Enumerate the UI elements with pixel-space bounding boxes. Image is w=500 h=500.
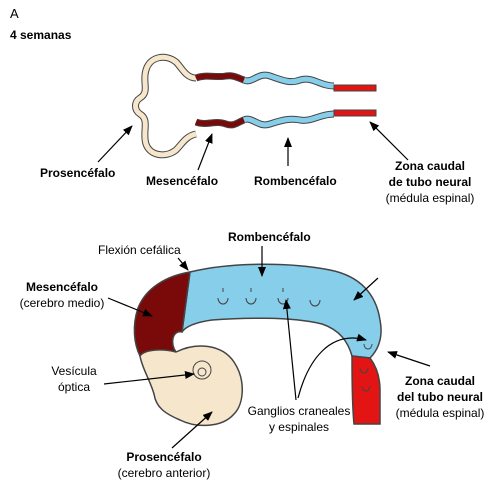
bottom-prosencephalon-label: Prosencéfalo bbox=[126, 450, 202, 464]
zone-arrow-upper bbox=[353, 277, 379, 301]
top-prosencephalon-label: Prosencéfalo bbox=[40, 166, 116, 180]
optic-vesicle-arrow bbox=[103, 371, 195, 385]
ganglion-2 bbox=[245, 288, 257, 305]
spinal-ganglion-2 bbox=[359, 367, 369, 374]
bottom-mesencephalon-sublabel: (cerebro medio) bbox=[19, 296, 105, 310]
optic-vesicle-outer bbox=[192, 360, 212, 380]
top-caudal-lower bbox=[333, 109, 377, 117]
bottom-caudal-sublabel: (médula espinal) bbox=[395, 406, 485, 420]
bottom-mesencephalon-arrow bbox=[107, 297, 153, 317]
top-caudal-arrow bbox=[369, 121, 409, 161]
bottom-caudal-label-1: Zona caudal bbox=[404, 374, 475, 388]
optic-vesicle-label-2: óptica bbox=[57, 380, 91, 394]
ganglion-4 bbox=[309, 299, 321, 307]
ganglia-arrow-cranial bbox=[282, 299, 297, 401]
top-mesencephalon-arrow bbox=[197, 133, 213, 171]
top-caudal-label-1: Zona caudal bbox=[394, 159, 465, 173]
top-prosencephalon-arrow bbox=[97, 125, 133, 163]
bottom-mesencephalon-label: Mesencéfalo bbox=[25, 280, 99, 294]
top-caudal-label-2: de tubo neural bbox=[388, 175, 472, 189]
top-neural-tube bbox=[132, 53, 377, 159]
optic-vesicle-label-1: Vesícula bbox=[51, 364, 97, 378]
optic-vesicle-inner bbox=[197, 367, 207, 377]
top-caudal-upper bbox=[333, 84, 377, 92]
flexion-arrow bbox=[177, 257, 189, 271]
bottom-prosencephalon-arrow bbox=[171, 411, 213, 449]
ganglia-label-2: y espinales bbox=[268, 420, 330, 434]
ganglia-arrow-spinal bbox=[297, 333, 367, 399]
top-mesencephalon-label: Mesencéfalo bbox=[146, 174, 219, 188]
ganglia-label-1: Ganglios craneales bbox=[247, 404, 351, 418]
bottom-caudal-zone bbox=[351, 355, 381, 425]
bottom-caudal-label-2: del tubo neural bbox=[396, 390, 483, 404]
panel-letter: A bbox=[10, 6, 19, 21]
bottom-prosencephalon-sublabel: (cerebro anterior) bbox=[117, 466, 211, 480]
flexion-label: Flexión cefálica bbox=[98, 243, 181, 257]
top-caudal-sublabel: (médula espinal) bbox=[385, 191, 475, 205]
subtitle: 4 semanas bbox=[10, 28, 72, 42]
bottom-rhombencephalon bbox=[181, 263, 382, 359]
spinal-ganglion-3 bbox=[361, 385, 371, 392]
spinal-ganglion-1 bbox=[363, 343, 373, 350]
bottom-mesencephalon bbox=[133, 271, 191, 357]
top-rhombencephalon-label: Rombencéfalo bbox=[254, 174, 337, 188]
bottom-prosencephalon bbox=[139, 345, 243, 427]
ganglion-1 bbox=[217, 288, 229, 305]
zone-arrow-caudal bbox=[387, 351, 431, 367]
bottom-neural-tube bbox=[133, 263, 382, 427]
bottom-rhombencephalon-label: Rombencéfalo bbox=[228, 230, 311, 244]
